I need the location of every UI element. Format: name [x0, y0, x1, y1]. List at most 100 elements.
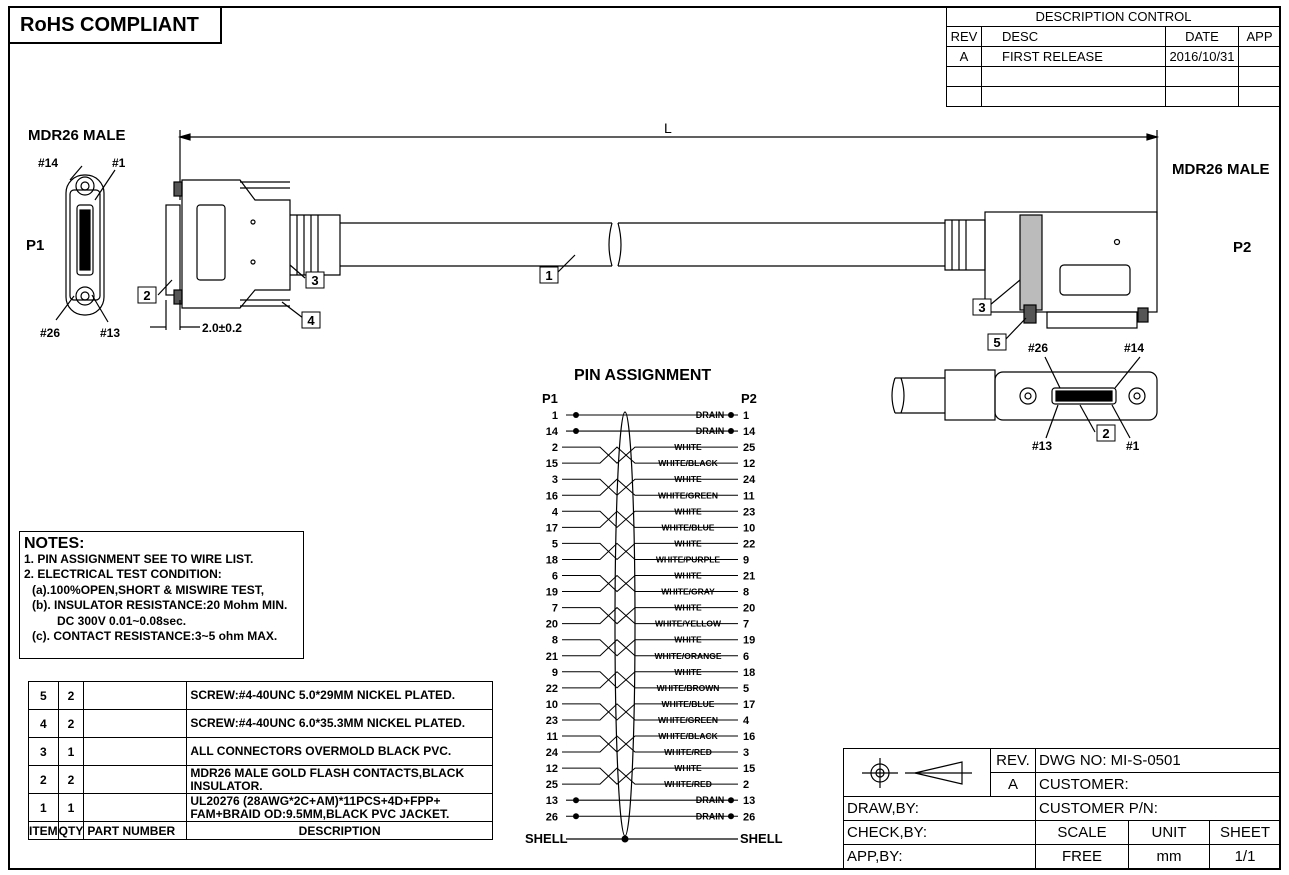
- p1-pin-number: 26: [546, 811, 558, 823]
- callout-4-label: 4: [307, 313, 315, 328]
- wire-color-label: WHITE/GREEN: [658, 715, 718, 725]
- callout-5-label: 5: [993, 335, 1000, 350]
- customer-pn-label: CUSTOMER P/N:: [1035, 796, 1281, 821]
- bom-desc: SCREW:#4-40UNC 6.0*35.3MM NICKEL PLATED.: [186, 709, 493, 738]
- p1-pin-number: 18: [546, 554, 558, 566]
- note-line: (c). CONTACT RESISTANCE:3~5 ohm MAX.: [32, 629, 278, 643]
- dimension-label: 2.0±0.2: [202, 321, 242, 335]
- note-line: 2. ELECTRICAL TEST CONDITION:: [24, 567, 222, 581]
- leader-3-p2: [989, 279, 1021, 306]
- wire-color-label: WHITE: [674, 506, 702, 516]
- wire-color-label: WHITE: [674, 667, 702, 677]
- bom-header-desc: DESCRIPTION: [186, 821, 493, 840]
- projection-symbol-cell: [843, 748, 991, 797]
- pin-assignment-p1-header: P1: [542, 391, 558, 406]
- p2-pin-number: 6: [743, 651, 749, 663]
- drawing-border: [8, 6, 1281, 870]
- wire-color-label: WHITE: [674, 442, 702, 452]
- p2-connector-label: MDR26 MALE: [1172, 161, 1270, 178]
- callout-3: 3: [305, 271, 325, 289]
- twisted-pair-wire: [562, 510, 738, 528]
- p2-pin-number: 26: [743, 811, 755, 823]
- p1-pin-number: 7: [552, 603, 558, 615]
- shell-left-label: SHELL: [525, 831, 568, 846]
- p1-pin-number: 6: [552, 571, 558, 583]
- bom-item: 2: [28, 765, 59, 794]
- bom-item: 3: [28, 737, 59, 766]
- wire-color-label: WHITE: [674, 763, 702, 773]
- p2-pin14-label: #14: [1124, 341, 1144, 355]
- twisted-pair-wire: [562, 542, 738, 560]
- p2-pin-number: 5: [743, 683, 749, 695]
- bom-part: [83, 737, 188, 766]
- unit-label: UNIT: [1128, 820, 1210, 845]
- bom-item: 1: [28, 793, 59, 822]
- wire-color-label: WHITE/RED: [664, 747, 712, 757]
- bom-item: 5: [28, 681, 59, 710]
- p2-side-view: [944, 211, 1158, 329]
- pin-assignment-p2-header: P2: [741, 391, 757, 406]
- dwg-number: DWG NO: MI-S-0501: [1035, 748, 1281, 773]
- callout-2: 2: [137, 286, 157, 304]
- p1-pin13-label: #13: [100, 326, 120, 340]
- wire-color-label: WHITE/BLACK: [658, 458, 718, 468]
- p2-pin-number: 20: [743, 603, 755, 615]
- bom-part: [83, 681, 188, 710]
- p1-connector-label: MDR26 MALE: [28, 127, 126, 144]
- p2-pin-number: 7: [743, 619, 749, 631]
- dc-header-rev: REV: [946, 26, 982, 47]
- p1-pin-number: 15: [546, 458, 558, 470]
- wire-color-label: WHITE/PURPLE: [656, 554, 721, 564]
- check-by-label: CHECK,BY:: [843, 820, 1036, 845]
- bom-part: [83, 793, 188, 822]
- pin-node: [573, 412, 579, 418]
- wire-color-label: WHITE: [674, 603, 702, 613]
- p2-pin-number: 11: [743, 490, 755, 502]
- dimension-arrows: [177, 133, 1160, 141]
- p2-bottom-view: [891, 356, 1158, 439]
- wire-color-label: WHITE: [674, 571, 702, 581]
- p1-pin1-label: #1: [112, 156, 126, 170]
- scale-value: FREE: [1035, 844, 1129, 869]
- leader-2-p2: [1079, 404, 1096, 433]
- wire-color-label: DRAIN: [696, 410, 725, 420]
- p2-pin-number: 14: [743, 426, 756, 438]
- twisted-pair-wire: [562, 574, 738, 593]
- bom-part: [83, 709, 188, 738]
- bom-desc: UL20276 (28AWG*2C+AM)*11PCS+4D+FPP+ FAM+…: [186, 793, 493, 822]
- bom-desc: MDR26 MALE GOLD FLASH CONTACTS,BLACK INS…: [186, 765, 493, 794]
- p1-pin-number: 24: [546, 747, 559, 759]
- wire-color-label: WHITE/BLUE: [662, 522, 715, 532]
- p1-pin-number: 21: [546, 651, 558, 663]
- title-rev-label: REV.: [990, 748, 1036, 773]
- callout-1-label: 1: [545, 268, 552, 283]
- p1-pin-number: 22: [546, 683, 558, 695]
- note-line: (b). INSULATOR RESISTANCE:20 Mohm MIN.: [32, 598, 288, 612]
- twisted-pair-wire: [562, 606, 738, 625]
- p2-pin13-label: #13: [1032, 439, 1052, 453]
- wire-color-label: WHITE: [674, 538, 702, 548]
- p1-pin-number: 23: [546, 715, 558, 727]
- p2-pin1-label: #1: [1126, 439, 1140, 453]
- note-line: DC 300V 0.01~0.08sec.: [57, 613, 187, 628]
- unit-value: mm: [1128, 844, 1210, 869]
- dc-header-date: DATE: [1165, 26, 1239, 47]
- bom-header-part: PART NUMBER: [83, 821, 188, 840]
- wire-color-label: WHITE/GRAY: [661, 587, 715, 597]
- p2-pin-number: 8: [743, 587, 749, 599]
